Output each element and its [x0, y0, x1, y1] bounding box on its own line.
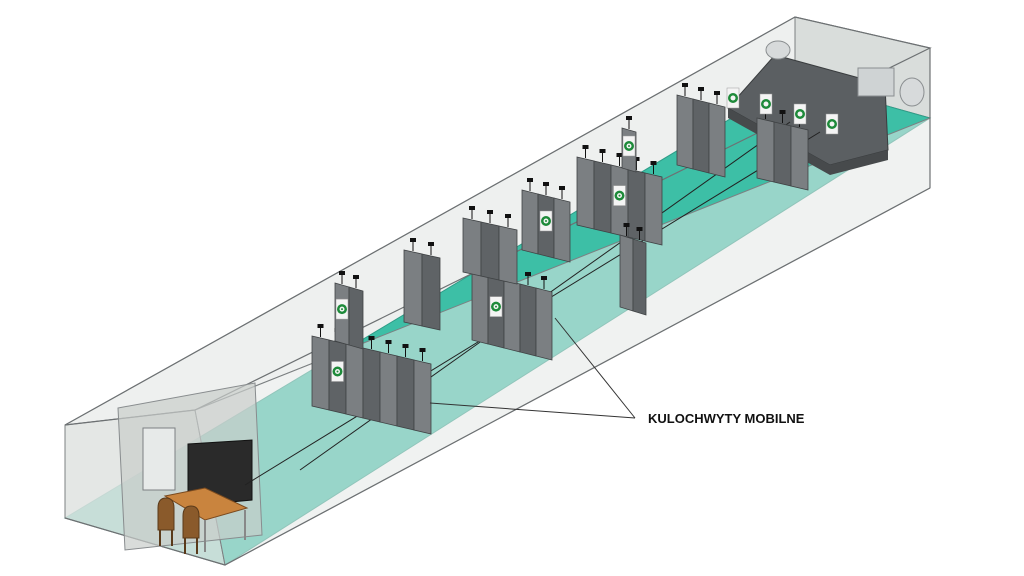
- trap-panel: [396, 355, 415, 431]
- hanger-clip-icon: [559, 186, 565, 199]
- trap-panel: [421, 253, 441, 331]
- trap-panel: [379, 351, 398, 427]
- target-icon: [539, 210, 553, 232]
- mobile-bullet-trap: [756, 106, 809, 191]
- chair-icon: [157, 497, 175, 546]
- trap-panel: [498, 225, 518, 285]
- hanger-clip-icon: [682, 83, 688, 96]
- hanger-clip-icon: [623, 223, 630, 236]
- trap-panel: [644, 172, 663, 246]
- mobile-bullet-trap: [521, 178, 571, 263]
- trap-panel: [708, 102, 726, 178]
- hanger-clip-icon: [543, 182, 549, 195]
- hanger-clip-icon: [626, 116, 632, 129]
- target-icon: [335, 298, 349, 320]
- mobile-bullet-trap: [471, 260, 553, 361]
- hanger-clip-icon: [636, 227, 643, 240]
- trap-panel: [345, 343, 364, 419]
- hanger-clip-icon: [714, 91, 720, 104]
- mobile-bullet-trap: [576, 145, 663, 246]
- mobile-bullet-trap: [462, 206, 518, 285]
- target-icon: [793, 103, 807, 125]
- hanger-clip-icon: [385, 340, 392, 353]
- hanger-clip-icon: [402, 344, 409, 357]
- hanger-clip-icon: [525, 272, 531, 285]
- mobile-bullet-trap: [334, 271, 364, 350]
- trap-panel: [480, 221, 500, 281]
- mobile-bullet-trap: [621, 116, 637, 173]
- mobile-bullet-trap: [676, 83, 726, 178]
- hanger-clip-icon: [698, 87, 704, 100]
- trap-panel: [503, 279, 521, 353]
- hanger-clip-icon: [339, 271, 345, 284]
- trap-panel: [593, 160, 612, 234]
- hanger-clip-icon: [317, 324, 324, 337]
- hanger-clip-icon: [428, 242, 434, 255]
- target-icon: [622, 135, 636, 157]
- hanger-clip-icon: [650, 161, 657, 174]
- mobile-bullet-trap: [311, 324, 432, 435]
- hanger-clip-icon: [469, 206, 475, 219]
- trap-panel: [576, 156, 595, 230]
- trap-panel: [311, 335, 330, 411]
- hanger-clip-icon: [541, 276, 547, 289]
- hanger-clip-icon: [616, 153, 623, 166]
- chair-icon: [182, 505, 200, 554]
- hanger-clip-icon: [505, 214, 511, 227]
- target-icon: [331, 361, 344, 382]
- mobile-bullet-traps: [311, 83, 839, 435]
- trap-panel: [535, 287, 553, 361]
- trap-panel: [519, 283, 537, 357]
- hanger-clip-icon: [633, 157, 640, 170]
- callout-label: KULOCHWYTY MOBILNE: [648, 411, 805, 426]
- hanger-clip-icon: [353, 275, 359, 288]
- hanger-clip-icon: [419, 348, 426, 361]
- trap-panel: [632, 238, 647, 316]
- target-icon: [825, 113, 839, 135]
- trap-panel: [462, 217, 482, 277]
- ventilation-unit: [765, 40, 925, 107]
- mobile-bullet-trap: [619, 223, 647, 316]
- trap-panel: [773, 121, 792, 187]
- trap-panel: [471, 271, 489, 345]
- callout-leader-line: [554, 317, 636, 419]
- hanger-clip-icon: [527, 178, 533, 191]
- entrance-room: [117, 382, 263, 554]
- hanger-clip-icon: [487, 210, 493, 223]
- trap-panel: [692, 98, 710, 174]
- trap-panel: [362, 347, 381, 423]
- trap-panel: [348, 286, 364, 350]
- trap-panel: [790, 125, 809, 191]
- trap-panel: [619, 234, 634, 312]
- target-icon: [613, 185, 626, 206]
- trap-panel: [756, 117, 775, 183]
- callout: KULOCHWYTY MOBILNE: [429, 317, 805, 426]
- hanger-clip-icon: [582, 145, 589, 158]
- trap-panel: [676, 94, 694, 170]
- door: [142, 427, 176, 491]
- trap-panel: [413, 359, 432, 435]
- target-icon: [759, 93, 773, 115]
- trap-panel: [521, 189, 539, 255]
- callout-leader-line: [429, 402, 636, 419]
- hanger-clip-icon: [779, 110, 786, 123]
- hanger-clip-icon: [410, 238, 416, 251]
- hanger-clip-icon: [368, 336, 375, 349]
- hanger-clip-icon: [599, 149, 606, 162]
- target-icon: [726, 87, 740, 109]
- target-icon: [489, 296, 503, 317]
- mobile-bullet-trap: [403, 238, 441, 331]
- trap-panel: [553, 197, 571, 263]
- trap-panel: [403, 249, 423, 327]
